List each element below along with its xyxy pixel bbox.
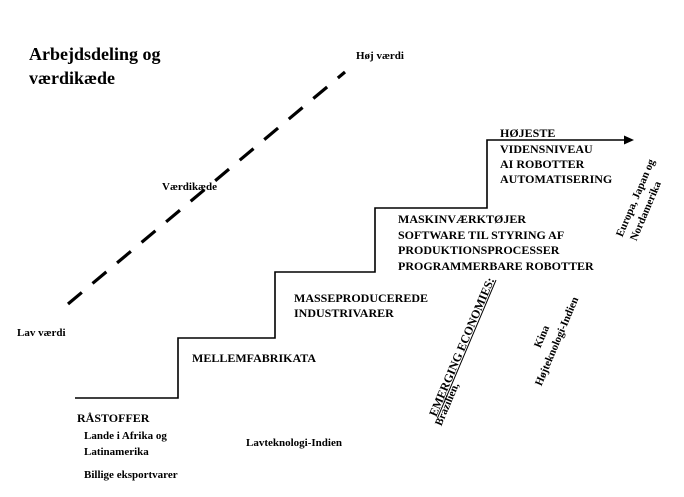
intermediate-goods-heading: MELLEMFABRIKATA bbox=[192, 351, 317, 365]
value-chain-label: Værdikæde bbox=[162, 181, 218, 193]
machine-tools-line-1: MASKINVÆRKTØJER bbox=[398, 212, 527, 226]
low-tech-india-label: Lavteknologi-Indien bbox=[246, 437, 342, 449]
machine-tools-line-4: PROGRAMMERBARE ROBOTTER bbox=[398, 259, 594, 273]
page-title: Arbejdsdeling og værdikæde bbox=[29, 42, 161, 90]
highest-level-line-2: VIDENSNIVEAU bbox=[500, 142, 593, 156]
raw-materials-note: Billige eksportvarer bbox=[84, 469, 178, 481]
value-chain-dashed-line bbox=[66, 70, 347, 306]
low-value-label: Lav værdi bbox=[17, 327, 66, 339]
raw-materials-region-line-1: Lande i Afrika og bbox=[84, 430, 167, 442]
staircase-arrowhead bbox=[624, 135, 634, 145]
title-line-2: værdikæde bbox=[29, 68, 116, 88]
title-line-1: Arbejdsdeling og bbox=[29, 44, 161, 64]
raw-materials-region-line-2: Latinamerika bbox=[84, 446, 149, 458]
highest-level-line-4: AUTOMATISERING bbox=[500, 172, 613, 186]
mass-produced-line-1: MASSEPRODUCEREDE bbox=[294, 291, 429, 305]
highest-level-line-3: AI ROBOTTER bbox=[500, 157, 585, 171]
mass-produced-line-2: INDUSTRIVARER bbox=[294, 306, 394, 320]
machine-tools-line-2: SOFTWARE TIL STYRING AF bbox=[398, 228, 565, 242]
staircase-line bbox=[75, 139, 625, 399]
raw-materials-heading: RÅSTOFFER bbox=[77, 411, 150, 425]
highest-level-line-1: HØJESTE bbox=[500, 126, 556, 140]
machine-tools-line-3: PRODUKTIONSPROCESSER bbox=[398, 243, 560, 257]
high-value-label: Høj værdi bbox=[356, 50, 404, 62]
